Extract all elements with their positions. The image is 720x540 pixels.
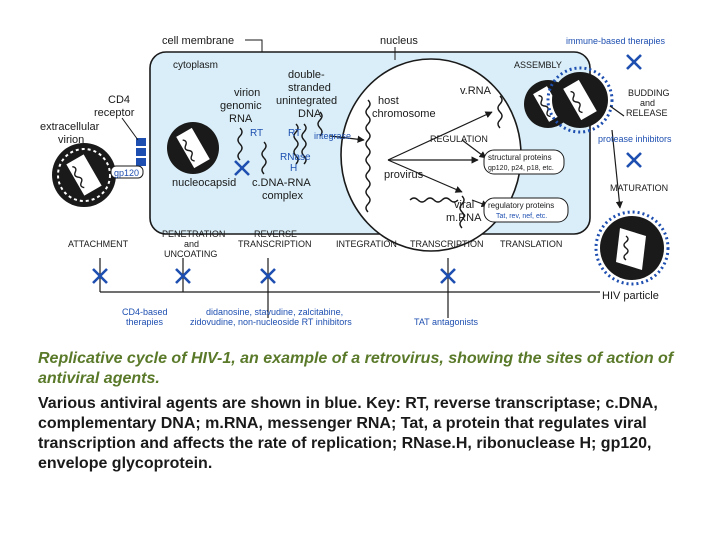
label-nrti-1: didanosine, stavudine, zalcitabine, [206, 307, 343, 317]
label-cd4-based-2: therapies [126, 317, 164, 327]
label-nrti-2: zidovudine, non-nucleoside RT inhibitors [190, 317, 352, 327]
label-provirus: provirus [384, 169, 424, 181]
structural-proteins-box [483, 149, 565, 175]
label-dsdna-1: double- [288, 69, 325, 81]
label-vrna: v.RNA [460, 85, 492, 97]
cd4-receptors [136, 138, 146, 166]
label-budding-2: and [640, 98, 655, 108]
label-nucleocapsid: nucleocapsid [172, 177, 236, 189]
dsdna-strand [317, 111, 323, 137]
hiv-particle [594, 210, 670, 286]
label-rnase-1: RNase [280, 152, 311, 163]
label-integration: INTEGRATION [336, 239, 397, 249]
label-dsdna-3: unintegrated [276, 95, 337, 107]
label-maturation: MATURATION [610, 183, 668, 193]
label-reverse-2: TRANSCRIPTION [238, 239, 312, 249]
arrow-regulation-up [387, 111, 493, 161]
arrow-budding-to-maturation [609, 105, 625, 117]
label-rnase-2: H [290, 163, 297, 174]
gp120-tag [110, 165, 144, 179]
label-regulation: REGULATION [430, 134, 488, 144]
budding-virion [546, 66, 614, 134]
label-cdna-rna-2: complex [262, 190, 303, 202]
label-rt-1: RT [250, 128, 263, 139]
label-cytoplasm: cytoplasm [173, 60, 218, 71]
arrow-regulation-down [387, 159, 463, 193]
label-dsdna-2: stranded [288, 82, 331, 94]
label-attachment: ATTACHMENT [68, 239, 129, 249]
label-structural-proteins-sub: gp120, p24, p18, etc. [488, 165, 554, 172]
arrow-maturation-down [611, 129, 623, 209]
label-immune-therapies: immune-based therapies [566, 36, 666, 46]
rt-strand-2 [293, 123, 299, 165]
label-structural-proteins: structural proteins [488, 153, 552, 162]
label-regulatory-proteins-sub: Tat, rev, nef, etc. [496, 213, 547, 220]
vrna-strand [497, 95, 503, 129]
label-cd4-1: CD4 [108, 94, 130, 106]
label-extracellular-2: virion [58, 134, 84, 146]
label-cell-membrane: cell membrane [162, 35, 234, 47]
caption-body: Various antiviral agents are shown in bl… [38, 395, 658, 472]
virion-rna-strand [237, 127, 243, 161]
hiv-replication-diagram: cell membrane nucleus immune-based thera… [40, 35, 672, 327]
label-virion-rna-1: virion [234, 87, 260, 99]
label-penetration-1: PENETRATION [162, 229, 225, 239]
regulatory-proteins-box [483, 197, 569, 223]
label-viral-mrna-1: viral [454, 199, 474, 211]
label-gp120: gp120 [114, 168, 139, 178]
label-nucleus: nucleus [380, 35, 418, 47]
provirus-strand [409, 197, 459, 203]
label-tat-antagonists: TAT antagonists [414, 317, 479, 327]
immune-block-icon [625, 53, 643, 71]
label-integrase: integrase [314, 131, 351, 141]
arrow-structural [461, 139, 487, 159]
label-penetration-3: UNCOATING [164, 249, 217, 259]
host-chromosome-strand [365, 99, 371, 213]
label-translation: TRANSLATION [500, 239, 562, 249]
nucleocapsid-particle [167, 122, 219, 174]
label-reverse-1: REVERSE [254, 229, 297, 239]
label-budding-1: BUDDING [628, 88, 670, 98]
label-penetration-2: and [184, 239, 199, 249]
label-virion-rna-2: genomic [220, 100, 262, 112]
cd4-pointer [121, 117, 139, 141]
label-viral-mrna-2: m.RNA [446, 212, 482, 224]
label-host-1: host [378, 95, 399, 107]
viral-mrna-strand [459, 195, 465, 229]
cell-membrane-pointer [245, 39, 263, 52]
protease-block-icon [625, 151, 643, 169]
label-hiv-particle: HIV particle [602, 290, 659, 302]
label-host-2: chromosome [372, 108, 436, 120]
arrow-to-chromosome [329, 135, 365, 143]
extracellular-virion [52, 143, 116, 207]
caption-title: Replicative cycle of HIV-1, an example o… [38, 350, 674, 387]
label-regulatory-proteins: regulatory proteins [488, 201, 554, 210]
rt-strand-1 [261, 141, 267, 175]
label-rt-2: RT [288, 128, 301, 139]
label-virion-rna-3: RNA [229, 113, 253, 125]
label-dsdna-4: DNA [298, 108, 322, 120]
label-cd4-based-1: CD4-based [122, 307, 168, 317]
rt-strand-3 [301, 123, 307, 165]
label-budding-3: RELEASE [626, 108, 668, 118]
label-assembly: ASSEMBLY [514, 60, 562, 70]
label-extracellular-1: extracellular [40, 121, 100, 133]
label-cdna-rna-1: c.DNA-RNA [252, 177, 311, 189]
label-cd4-2: receptor [94, 107, 135, 119]
label-protease-inhibitors: protease inhibitors [598, 134, 672, 144]
label-transcription: TRANSCRIPTION [410, 239, 484, 249]
